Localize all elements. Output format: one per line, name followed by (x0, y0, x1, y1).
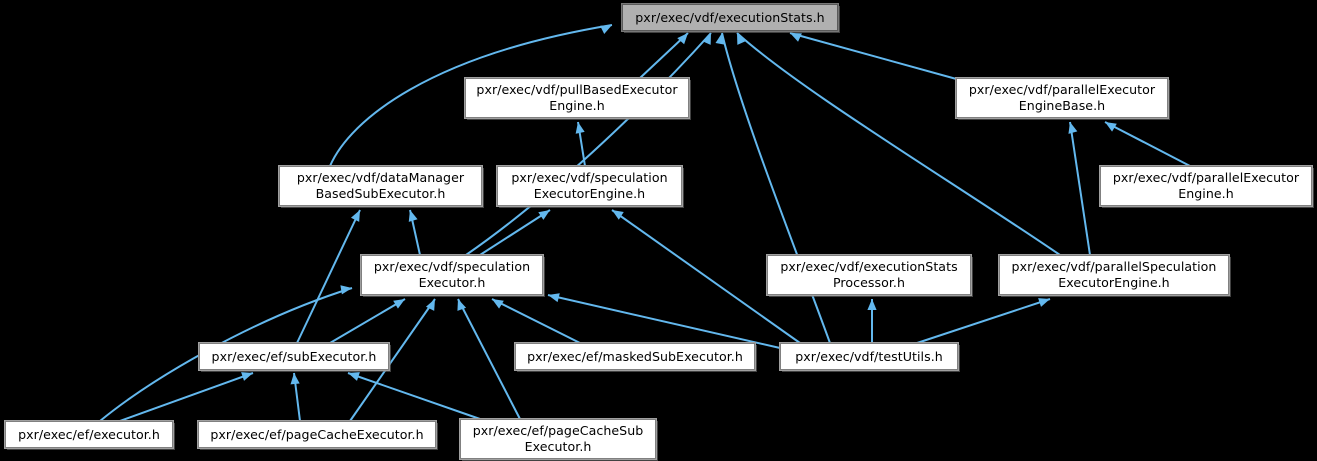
graph-edge-pageCacheExecutor-to-speculationExecutor (349, 298, 436, 422)
graph-node-pageCacheExecutor[interactable]: pxr/exec/ef/pageCacheExecutor.h (197, 420, 437, 449)
graph-node-executor[interactable]: pxr/exec/ef/executor.h (4, 420, 174, 449)
graph-node-label: pxr/exec/vdf/pullBasedExecutor Engine.h (476, 82, 678, 113)
graph-node-label: pxr/exec/ef/pageCacheSub Executor.h (472, 423, 644, 454)
graph-node-subExecutor[interactable]: pxr/exec/ef/subExecutor.h (198, 342, 390, 371)
graph-node-label: pxr/exec/vdf/speculation ExecutorEngine.… (511, 170, 668, 201)
graph-edge-parallelSpeculationExecutorEngine-to-parallelExecutorEngineBase (1069, 121, 1091, 256)
graph-node-parallelSpeculationExecutorEngine[interactable]: pxr/exec/vdf/parallelSpeculation Executo… (998, 254, 1230, 296)
graph-arrowhead (1105, 122, 1117, 132)
graph-arrowhead (1068, 122, 1078, 134)
graph-node-label: pxr/exec/vdf/testUtils.h (795, 348, 943, 364)
graph-arrowhead (350, 210, 360, 222)
graph-node-dataManagerBasedSubExecutor[interactable]: pxr/exec/vdf/dataManager BasedSubExecuto… (278, 165, 483, 207)
graph-node-label: pxr/exec/vdf/executionStats Processor.h (780, 259, 958, 290)
graph-arrowhead (575, 122, 585, 134)
graph-arrowhead (702, 33, 711, 45)
graph-node-executionStats[interactable]: pxr/exec/vdf/executionStats.h (621, 3, 839, 32)
graph-edge-speculationExecutor-to-speculationExecutorEngine (479, 209, 551, 256)
graph-edge-dataManagerBasedSubExecutor-to-executionStats (329, 24, 613, 167)
graph-arrowhead (393, 299, 405, 309)
graph-node-testUtils[interactable]: pxr/exec/vdf/testUtils.h (779, 342, 959, 371)
graph-arrowhead (737, 33, 746, 45)
graph-node-speculationExecutorEngine[interactable]: pxr/exec/vdf/speculation ExecutorEngine.… (496, 165, 683, 207)
graph-arrowhead (408, 210, 418, 222)
graph-node-executionStatsProcessor[interactable]: pxr/exec/vdf/executionStats Processor.h (766, 254, 972, 296)
graph-node-pullBasedExecutorEngine[interactable]: pxr/exec/vdf/pullBasedExecutor Engine.h (464, 77, 690, 119)
graph-node-speculationExecutor[interactable]: pxr/exec/vdf/speculation Executor.h (360, 254, 544, 296)
graph-arrowhead (425, 299, 435, 311)
graph-arrowhead (790, 33, 802, 42)
graph-arrowhead (600, 25, 612, 35)
graph-edge-subExecutor-to-speculationExecutor (329, 298, 406, 344)
graph-node-label: pxr/exec/vdf/executionStats.h (635, 9, 825, 25)
graph-arrowhead (715, 33, 725, 45)
graph-node-label: pxr/exec/ef/subExecutor.h (211, 348, 377, 364)
graph-arrowhead (612, 210, 624, 220)
graph-node-label: pxr/exec/ef/executor.h (18, 426, 160, 442)
graph-edge-speculationExecutor-to-executionStats (465, 32, 712, 256)
graph-arrowhead (340, 285, 352, 295)
graph-edge-subExecutor-to-dataManagerBasedSubExecutor (296, 209, 361, 344)
graph-node-label: pxr/exec/ef/pageCacheExecutor.h (210, 426, 424, 442)
graph-arrowhead (492, 299, 504, 309)
graph-arrowhead (457, 299, 467, 311)
graph-node-label: pxr/exec/ef/maskedSubExecutor.h (527, 348, 743, 364)
graph-node-parallelExecutorEngine[interactable]: pxr/exec/vdf/parallelExecutor Engine.h (1099, 165, 1313, 207)
graph-node-label: pxr/exec/vdf/speculation Executor.h (373, 259, 531, 290)
graph-node-parallelExecutorEngineBase[interactable]: pxr/exec/vdf/parallelExecutor EngineBase… (955, 77, 1169, 119)
graph-arrowhead (677, 33, 688, 45)
graph-edge-testUtils-to-executionStats (721, 32, 831, 344)
graph-arrowhead (290, 373, 300, 385)
graph-arrowhead (348, 372, 360, 381)
graph-edge-executor-to-subExecutor (119, 372, 254, 422)
graph-node-label: pxr/exec/vdf/parallelSpeculation Executo… (1011, 259, 1217, 290)
graph-node-label: pxr/exec/vdf/parallelExecutor EngineBase… (968, 82, 1156, 113)
graph-edge-parallelExecutorEngine-to-parallelExecutorEngineBase (1104, 121, 1191, 167)
graph-edge-parallelExecutorEngineBase-to-executionStats (789, 32, 961, 81)
graph-edge-testUtils-to-speculationExecutor (547, 294, 781, 349)
graph-arrowhead (867, 299, 877, 310)
graph-node-label: pxr/exec/vdf/dataManager BasedSubExecuto… (296, 170, 465, 201)
graph-arrowhead (241, 372, 253, 381)
graph-edge-parallelSpeculationExecutorEngine-to-executionStats (736, 32, 1061, 256)
graph-edge-testUtils-to-parallelSpeculationExecutorEngine (904, 298, 1051, 348)
graph-arrowhead (538, 210, 550, 220)
graph-edge-maskedSubExecutor-to-speculationExecutor (491, 298, 581, 344)
graph-node-pageCacheSubExecutor[interactable]: pxr/exec/ef/pageCacheSub Executor.h (459, 418, 657, 460)
graph-arrowhead (1038, 298, 1050, 307)
graph-edge-pageCacheSubExecutor-to-subExecutor (347, 372, 481, 420)
graph-node-maskedSubExecutor[interactable]: pxr/exec/ef/maskedSubExecutor.h (514, 342, 756, 371)
graph-arrowhead (548, 293, 560, 303)
graph-node-label: pxr/exec/vdf/parallelExecutor Engine.h (1112, 170, 1300, 201)
graph-edge-pageCacheSubExecutor-to-speculationExecutor (457, 298, 521, 420)
graph-edge-testUtils-to-speculationExecutorEngine (611, 209, 801, 344)
